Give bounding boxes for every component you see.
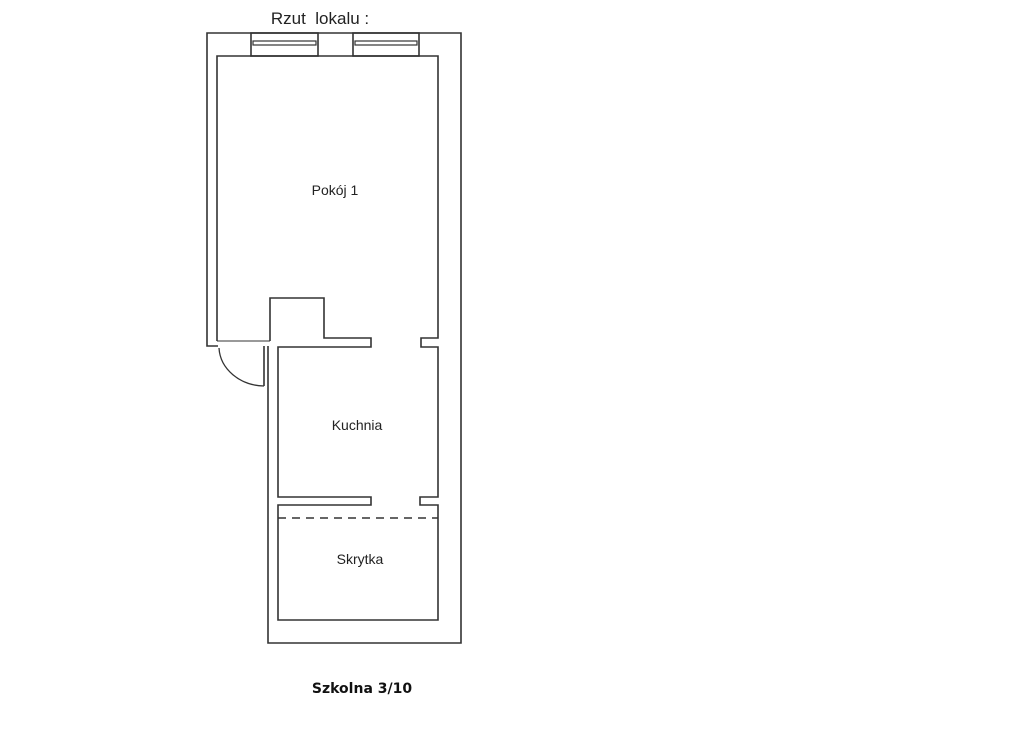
room-label-room1: Pokój 1 bbox=[312, 182, 359, 198]
window-left bbox=[250, 32, 319, 57]
entrance-door bbox=[218, 346, 265, 387]
outer-wall bbox=[206, 32, 462, 644]
address-label: Szkolna 3/10 bbox=[312, 681, 412, 697]
plan-title: Rzut lokalu : bbox=[271, 9, 369, 28]
window-right bbox=[352, 32, 420, 57]
room1-wall bbox=[216, 55, 439, 621]
room-label-kitchen: Kuchnia bbox=[332, 417, 383, 433]
room-label-storage: Skrytka bbox=[337, 551, 384, 567]
